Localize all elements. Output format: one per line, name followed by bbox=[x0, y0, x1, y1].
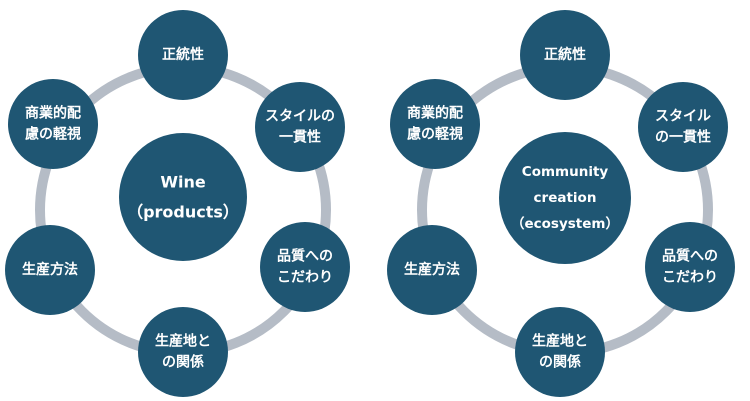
wine-node-style-label-line-2: 一貫性 bbox=[279, 129, 321, 146]
community-node-quality-label-line-2: こだわり bbox=[662, 270, 718, 286]
community-node-authenticity-label-line-1: 正統性 bbox=[544, 46, 586, 63]
community-node-place-circle bbox=[515, 307, 605, 397]
wine-center-circle bbox=[119, 133, 247, 261]
wine-node-quality-label-line-2: こだわり bbox=[277, 270, 333, 286]
community-node-method-label-line-1: 生産方法 bbox=[404, 261, 460, 278]
wine-center-label-line-2: （products） bbox=[127, 203, 239, 222]
wine-node-style-label-line-1: スタイルの bbox=[265, 109, 335, 125]
wine-node-place-circle bbox=[138, 307, 228, 397]
community-node-method-circle bbox=[387, 225, 477, 315]
wine-node-place-label-line-2: の関係 bbox=[162, 354, 204, 371]
wine-node-commerce-label-line-2: 慮の軽視 bbox=[25, 126, 81, 143]
wine-node-method: 生産方法 bbox=[5, 225, 95, 315]
wine-node-commerce-label-line-1: 商業的配 bbox=[25, 105, 81, 122]
community-center-label-line-3: （ecosystem） bbox=[511, 216, 619, 232]
wine-node-method-circle bbox=[5, 225, 95, 315]
community-center-label-line-2: creation bbox=[534, 190, 597, 206]
community-center: Community creation （ecosystem） bbox=[499, 132, 631, 264]
wine-node-authenticity-circle bbox=[138, 10, 228, 100]
community-center-label-line-1: Community bbox=[522, 164, 609, 180]
community-diagram: Community creation （ecosystem） 正統性スタイルの一貫性品… bbox=[387, 10, 735, 397]
community-node-commerce-label-line-1: 商業的配 bbox=[407, 105, 463, 122]
community-node-method: 生産方法 bbox=[387, 225, 477, 315]
community-node-style-label-line-1: スタイル bbox=[655, 109, 711, 125]
wine-center: Wine （products） bbox=[119, 133, 247, 261]
community-node-quality-label-line-1: 品質への bbox=[662, 248, 718, 265]
community-center-circle bbox=[499, 132, 631, 264]
community-node-commerce-circle bbox=[390, 79, 480, 169]
community-node-quality-circle bbox=[645, 222, 735, 312]
wine-node-quality-circle bbox=[260, 222, 350, 312]
wine-node-commerce-circle bbox=[8, 79, 98, 169]
community-node-style-label-line-2: の一貫性 bbox=[655, 129, 711, 146]
community-node-style-circle bbox=[638, 82, 728, 172]
wine-node-authenticity-label-line-1: 正統性 bbox=[162, 46, 204, 63]
community-node-place-label-line-2: の関係 bbox=[539, 354, 581, 371]
wine-node-method-label-line-1: 生産方法 bbox=[22, 261, 78, 278]
community-node-commerce-label-line-2: 慮の軽視 bbox=[407, 126, 463, 143]
wine-node-quality-label-line-1: 品質への bbox=[277, 248, 333, 265]
wine-node-authenticity: 正統性 bbox=[138, 10, 228, 100]
community-node-authenticity-circle bbox=[520, 10, 610, 100]
wine-node-place-label-line-1: 生産地と bbox=[155, 333, 211, 350]
community-node-place-label-line-1: 生産地と bbox=[532, 333, 588, 350]
community-node-authenticity: 正統性 bbox=[520, 10, 610, 100]
wine-node-style-circle bbox=[255, 82, 345, 172]
wine-center-label-line-1: Wine bbox=[160, 173, 206, 192]
wine-diagram: Wine （products） 正統性スタイルの一貫性品質へのこだわり生産地との関係… bbox=[5, 10, 350, 397]
